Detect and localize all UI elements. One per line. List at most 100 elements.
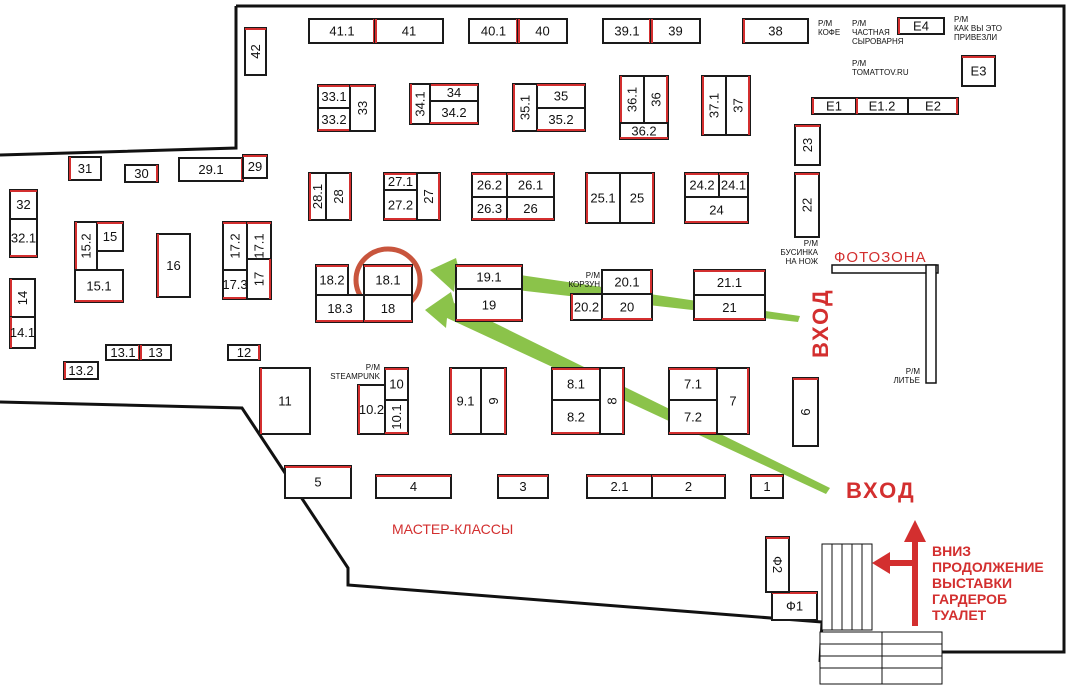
stand-40[interactable]: 40 xyxy=(517,18,568,44)
stand-6[interactable]: 6 xyxy=(792,377,819,447)
stand-13-1[interactable]: 13.1 xyxy=(105,344,141,361)
stand-16[interactable]: 16 xyxy=(156,233,191,298)
stand-number: 10.1 xyxy=(389,404,404,429)
stand-E1[interactable]: E1 xyxy=(811,97,857,115)
stand-34-2[interactable]: 34.2 xyxy=(429,100,479,125)
stand-21-1[interactable]: 21.1 xyxy=(693,269,766,296)
stand-7-2[interactable]: 7.2 xyxy=(668,399,718,435)
stand-36-2[interactable]: 36.2 xyxy=(619,122,669,140)
stand-1[interactable]: 1 xyxy=(750,474,784,499)
stand-2-1[interactable]: 2.1 xyxy=(586,474,653,499)
stand-8[interactable]: 8 xyxy=(599,367,625,435)
stand-11[interactable]: 11 xyxy=(259,367,311,435)
stand-32[interactable]: 32 xyxy=(9,189,38,220)
stand-38[interactable]: 38 xyxy=(742,18,809,44)
stand-28-1[interactable]: 28.1 xyxy=(308,172,327,221)
stand-18-1[interactable]: 18.1 xyxy=(363,264,413,296)
stand-10-1[interactable]: 10.1 xyxy=(384,399,409,435)
stand-15-1[interactable]: 15.1 xyxy=(74,269,124,303)
stand-14-1[interactable]: 14.1 xyxy=(9,316,36,349)
stand-18[interactable]: 18 xyxy=(363,294,413,323)
stand-19-1[interactable]: 19.1 xyxy=(455,264,523,290)
stand-27-1[interactable]: 27.1 xyxy=(383,172,418,191)
stand-35-2[interactable]: 35.2 xyxy=(536,107,586,132)
stand-5[interactable]: 5 xyxy=(284,465,352,499)
stand-19[interactable]: 19 xyxy=(455,288,523,322)
stand-28[interactable]: 28 xyxy=(325,172,352,221)
stand-39[interactable]: 39 xyxy=(650,18,701,44)
stand-24-1[interactable]: 24.1 xyxy=(718,172,749,198)
stand-36[interactable]: 36 xyxy=(643,75,669,124)
stand-26-1[interactable]: 26.1 xyxy=(506,172,555,198)
stand-34-1[interactable]: 34.1 xyxy=(409,83,431,125)
stand-15-2[interactable]: 15.2 xyxy=(74,221,98,271)
stand-30[interactable]: 30 xyxy=(124,164,159,183)
stand-37-1[interactable]: 37.1 xyxy=(701,75,727,136)
stand-14[interactable]: 14 xyxy=(9,278,36,318)
stand-41-1[interactable]: 41.1 xyxy=(308,18,376,44)
stand-20-2[interactable]: 20.2 xyxy=(570,293,603,321)
stand-35-1[interactable]: 35.1 xyxy=(512,83,538,132)
stand-25-1[interactable]: 25.1 xyxy=(585,172,621,224)
stand-34[interactable]: 34 xyxy=(429,83,479,102)
stand-12[interactable]: 12 xyxy=(227,344,261,361)
stand-35[interactable]: 35 xyxy=(536,83,586,109)
stand-23[interactable]: 23 xyxy=(794,124,821,166)
stand-number: 10.2 xyxy=(359,402,384,417)
stand-29[interactable]: 29 xyxy=(242,154,268,179)
stand-26-3[interactable]: 26.3 xyxy=(471,196,508,221)
stand-3[interactable]: 3 xyxy=(497,474,549,499)
stand-33-1[interactable]: 33.1 xyxy=(317,84,351,109)
stand-24[interactable]: 24 xyxy=(684,196,749,224)
stand-37[interactable]: 37 xyxy=(725,75,751,136)
stand-22[interactable]: 22 xyxy=(794,172,820,238)
stand-number: 2 xyxy=(685,479,692,494)
stand-25[interactable]: 25 xyxy=(619,172,655,224)
stand-18-3[interactable]: 18.3 xyxy=(315,294,365,323)
stand-7[interactable]: 7 xyxy=(716,367,750,435)
stand-29-1[interactable]: 29.1 xyxy=(178,157,244,182)
stand-21[interactable]: 21 xyxy=(693,294,766,321)
stand-20-1[interactable]: 20.1 xyxy=(601,269,653,295)
stand-E3[interactable]: E3 xyxy=(961,55,996,87)
stand-8-2[interactable]: 8.2 xyxy=(551,399,601,435)
stand-26[interactable]: 26 xyxy=(506,196,555,221)
stand-E1-2[interactable]: E1.2 xyxy=(855,97,909,115)
stand-27-2[interactable]: 27.2 xyxy=(383,189,418,221)
stand-17-2[interactable]: 17.2 xyxy=(222,221,248,271)
stand-E2[interactable]: E2 xyxy=(907,97,959,115)
stand-9[interactable]: 9 xyxy=(480,367,507,435)
stand-33[interactable]: 33 xyxy=(349,84,376,132)
stand-number: 2.1 xyxy=(610,479,628,494)
stand-24-2[interactable]: 24.2 xyxy=(684,172,720,198)
stand-40-1[interactable]: 40.1 xyxy=(468,18,519,44)
stand-10[interactable]: 10 xyxy=(384,367,409,401)
stand-20[interactable]: 20 xyxy=(601,293,653,321)
stand-Ф2[interactable]: Ф2 xyxy=(765,536,790,593)
stand-13[interactable]: 13 xyxy=(139,344,172,361)
stand-31[interactable]: 31 xyxy=(68,156,102,181)
stand-15[interactable]: 15 xyxy=(96,221,124,252)
stand-32-1[interactable]: 32.1 xyxy=(9,218,38,258)
stand-2[interactable]: 2 xyxy=(651,474,726,499)
stand-7-1[interactable]: 7.1 xyxy=(668,367,718,401)
stand-39-1[interactable]: 39.1 xyxy=(602,18,652,44)
stand-42[interactable]: 42 xyxy=(244,27,267,76)
stand-9-1[interactable]: 9.1 xyxy=(449,367,482,435)
stand-10-2[interactable]: 10.2 xyxy=(357,384,386,435)
stand-41[interactable]: 41 xyxy=(374,18,444,44)
stand-Ф1[interactable]: Ф1 xyxy=(771,591,818,621)
stand-8-1[interactable]: 8.1 xyxy=(551,367,601,401)
stand-13-2[interactable]: 13.2 xyxy=(63,361,99,380)
stand-27[interactable]: 27 xyxy=(416,172,441,221)
stand-17-3[interactable]: 17.3 xyxy=(222,269,248,300)
stand-36-1[interactable]: 36.1 xyxy=(619,75,645,124)
stand-26-2[interactable]: 26.2 xyxy=(471,172,508,198)
stand-4[interactable]: 4 xyxy=(375,474,452,499)
stand-18-2[interactable]: 18.2 xyxy=(315,264,349,296)
stand-17[interactable]: 17 xyxy=(246,258,272,300)
stand-33-2[interactable]: 33.2 xyxy=(317,107,351,132)
stand-E4[interactable]: E4 xyxy=(897,17,945,35)
